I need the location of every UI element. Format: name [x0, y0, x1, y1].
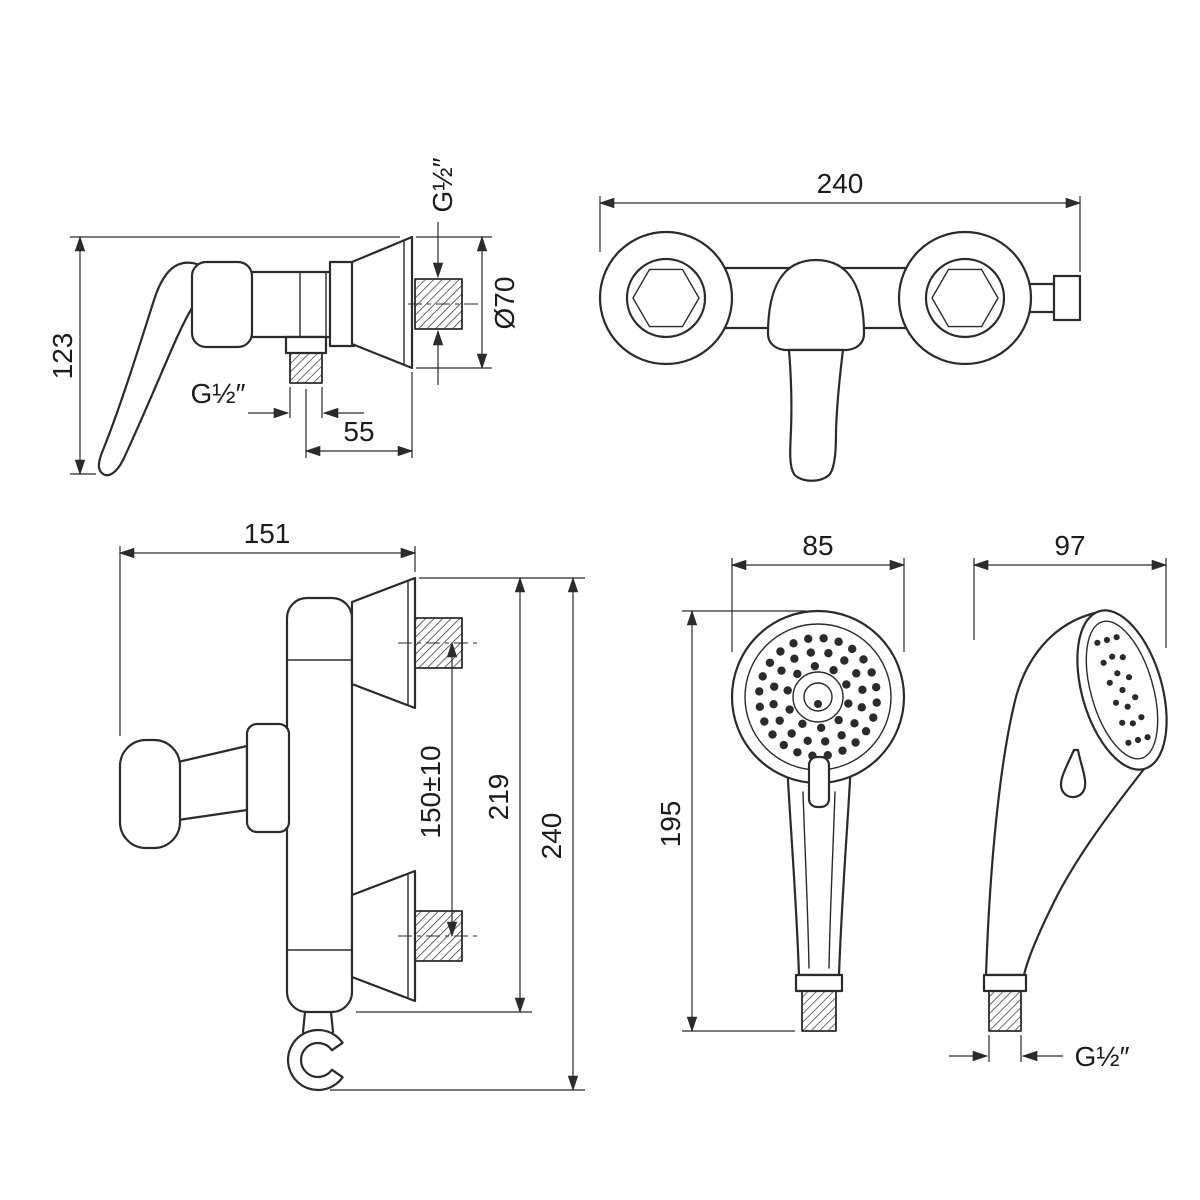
- dimension-thread-g12: G½″: [949, 1035, 1130, 1072]
- dim-label-thread-top: G½″: [427, 157, 458, 212]
- view-mixer-profile: 151 150±10 219 240: [118, 518, 585, 1092]
- mixer-front-outlet-pipe: [1023, 274, 1082, 322]
- wall-flange-left: [598, 230, 734, 366]
- dim-label-mixer-height: 123: [47, 333, 78, 380]
- dimension-depth-97: 97: [972, 530, 1168, 648]
- wall-escutcheon-cone: [350, 235, 414, 370]
- mixer-body: [190, 260, 356, 349]
- dim-label-body-height: 219: [483, 774, 514, 821]
- handshower-handle: [785, 760, 853, 1032]
- mixer-profile-body: [285, 596, 354, 1014]
- mixer-profile-handle: [118, 722, 291, 850]
- dim-label-shower-thread: G½″: [1074, 1041, 1129, 1072]
- spray-selector-drop: [1059, 748, 1087, 799]
- dimension-width-240: 240: [598, 168, 1082, 272]
- dimension-flange-diameter: Ø70: [416, 235, 520, 370]
- view-handshower-front: 85 195: [655, 530, 906, 1033]
- dim-label-head-diameter: 85: [802, 530, 833, 561]
- wall-cone-bottom: [350, 869, 478, 1003]
- mixer-bottom-outlet: [284, 335, 328, 384]
- dim-label-thread-bottom: G½″: [190, 378, 245, 409]
- dimension-depth-151: 151: [118, 518, 417, 736]
- view-mixer-front: 240: [598, 168, 1082, 482]
- dim-label-inlet-spacing: 150±10: [415, 745, 446, 838]
- dimension-thread-bottom-g12: G½″: [190, 378, 364, 419]
- view-handshower-side: 97 G½″: [949, 530, 1168, 1072]
- mixer-front-dome: [766, 258, 866, 352]
- dimension-length-195: 195: [655, 609, 806, 1033]
- mixer-front-lever: [787, 348, 845, 482]
- dim-label-shower-depth: 97: [1054, 530, 1085, 561]
- wall-cone-top: [350, 576, 478, 710]
- dimension-head-85: 85: [730, 530, 906, 652]
- mixer-lever-handle: [97, 261, 199, 477]
- dim-label-shower-length: 195: [655, 801, 686, 848]
- spray-selector-tab: [807, 755, 831, 809]
- spray-nozzles: [755, 634, 881, 760]
- wall-flange-right: [897, 230, 1033, 366]
- handshower-side-connector: [982, 973, 1028, 1032]
- dim-label-flange-diameter: Ø70: [489, 277, 520, 330]
- dimension-height-123: 123: [47, 235, 400, 476]
- handshower-side-face: [1076, 609, 1168, 771]
- dim-label-mixer-depth: 151: [244, 518, 291, 549]
- dim-label-mixer-width: 240: [817, 168, 864, 199]
- dim-label-outlet-offset: 55: [343, 416, 374, 447]
- dimension-body-height-219: 219: [356, 576, 585, 1014]
- dimension-total-height-240: 240: [330, 576, 585, 1092]
- dimension-outlet-offset-55: 55: [304, 372, 414, 458]
- dimension-inlet-spacing-150: 150±10: [415, 641, 458, 938]
- handshower-head: [730, 609, 906, 785]
- view-mixer-side: 123 G½″ Ø70 G½″ 55: [47, 157, 520, 477]
- dimension-thread-top-g12: G½″: [427, 157, 458, 385]
- shower-hook: [286, 1010, 344, 1092]
- wall-thread: [408, 278, 480, 330]
- dim-label-total-height: 240: [536, 813, 567, 860]
- face-nozzles: [1094, 634, 1151, 746]
